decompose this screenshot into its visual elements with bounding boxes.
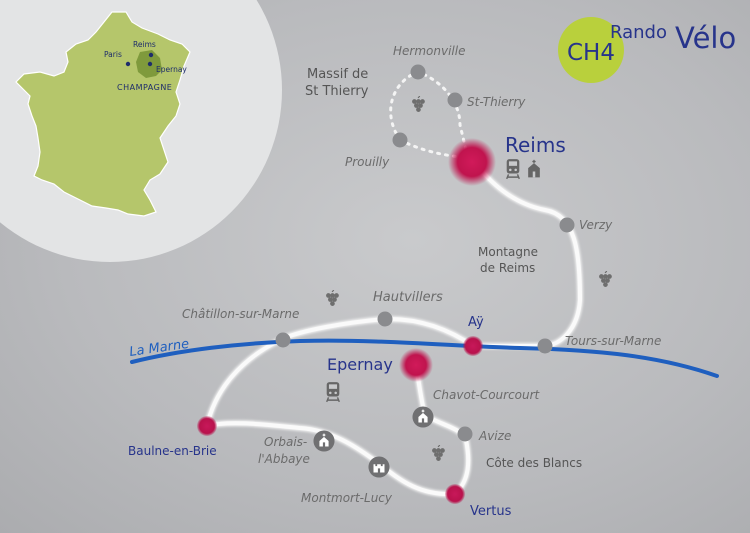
label-tours-sur-marne: Tours-sur-Marne	[565, 334, 661, 348]
church-icon	[313, 430, 335, 452]
stop-avize	[457, 426, 473, 442]
stop-hermonville	[410, 64, 426, 80]
label-epernay: Epernay	[327, 355, 393, 374]
stop-epernay	[399, 348, 433, 382]
label-chatillon: Châtillon-sur-Marne	[182, 307, 299, 321]
train-icon	[325, 381, 341, 403]
stop-st-thierry	[447, 92, 463, 108]
label-massif-1: Massif de	[307, 67, 368, 82]
stop-baulne-en-brie	[197, 416, 217, 436]
brand-rando: Rando	[610, 22, 667, 43]
brand-velo: Vélo	[675, 21, 736, 55]
label-orbais-2: l'Abbaye	[258, 452, 310, 466]
castle-icon	[368, 456, 390, 478]
label-vertus: Vertus	[470, 504, 512, 519]
church-icon	[527, 159, 541, 179]
label-chavot: Chavot-Courcourt	[433, 388, 541, 402]
label-hautvillers: Hautvillers	[373, 290, 443, 305]
grapes-icon	[431, 445, 446, 462]
label-prouilly: Prouilly	[345, 155, 390, 169]
major-stops	[197, 138, 496, 504]
label-orbais-1: Orbais-	[264, 435, 307, 449]
label-ay: Aÿ	[468, 315, 484, 330]
label-st-thierry: St-Thierry	[467, 95, 526, 109]
grapes-icon	[411, 96, 426, 113]
bike-route	[204, 157, 584, 498]
stop-hautvillers	[377, 311, 393, 327]
stop-verzy	[559, 217, 575, 233]
label-reims: Reims	[505, 133, 566, 157]
stop-chatillon	[275, 332, 291, 348]
inset-label-region: CHAMPAGNE	[117, 83, 172, 92]
label-massif-2: St Thierry	[305, 84, 369, 99]
stop-vertus	[445, 484, 465, 504]
stop-ay	[463, 336, 483, 356]
inset-paris-dot	[125, 61, 131, 67]
label-montmort-lucy: Montmort-Lucy	[301, 491, 393, 505]
brand-badge	[558, 17, 624, 83]
grapes-icon	[325, 290, 340, 307]
label-montagne-2: de Reims	[480, 261, 535, 275]
label-avize: Avize	[478, 429, 511, 443]
town-labels: Hermonville Massif de St Thierry St-Thie…	[128, 44, 661, 519]
inset-label-epernay: Epernay	[156, 65, 187, 74]
grapes-icon	[598, 271, 613, 288]
inset-reims-dot	[148, 52, 154, 58]
stop-prouilly	[392, 132, 408, 148]
train-icon	[505, 158, 521, 180]
church-icon	[412, 406, 434, 428]
brand-logo: CH4 Rando Vélo	[558, 17, 736, 83]
stop-tours-sur-marne	[537, 338, 553, 354]
river-la-marne	[130, 338, 719, 378]
label-baulne-en-brie: Baulne-en-Brie	[128, 444, 217, 458]
label-hermonville: Hermonville	[393, 44, 465, 58]
inset-france-map: Paris Reims Epernay CHAMPAGNE	[0, 0, 282, 262]
inset-epernay-dot	[147, 61, 153, 67]
inset-label-paris: Paris	[104, 50, 122, 59]
brand-badge-text: CH4	[567, 40, 615, 66]
stop-reims	[448, 138, 496, 186]
label-cote-des-blancs: Côte des Blancs	[486, 456, 582, 470]
minor-stops	[275, 64, 575, 442]
label-verzy: Verzy	[579, 218, 613, 232]
label-montagne-1: Montagne	[478, 245, 538, 259]
inset-label-reims: Reims	[133, 40, 156, 49]
